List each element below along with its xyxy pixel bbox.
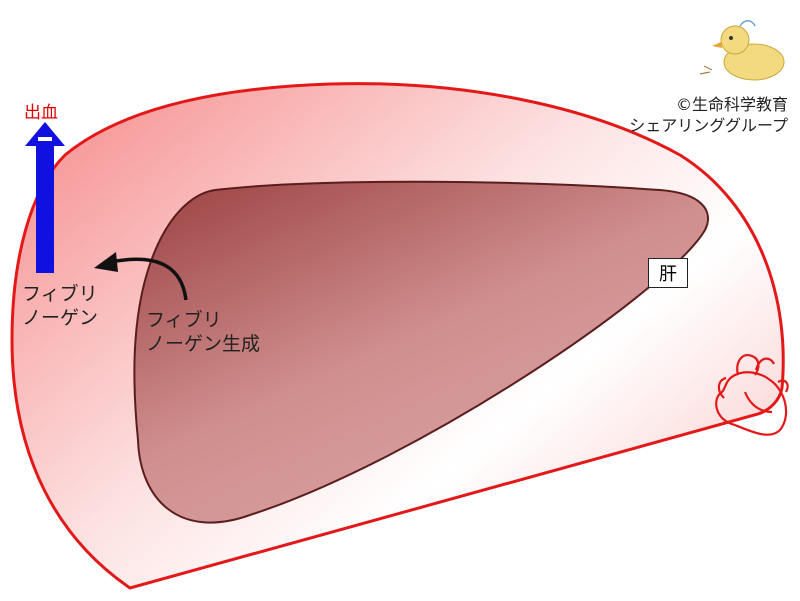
bleeding-label: 出血 (24, 103, 58, 123)
fibrinogen-line-2: ノーゲン (22, 307, 99, 329)
fibrinogen-production-label: フィブリ ノーゲン生成 (146, 308, 260, 356)
copyright-notice: ©生命科学教育 シェアリンググループ (629, 94, 788, 136)
fibrinogen-line-1: フィブリ (22, 283, 98, 305)
copyright-line-2: シェアリンググループ (629, 116, 788, 135)
chick-icon (699, 20, 785, 81)
copyright-line-1: ©生命科学教育 (675, 95, 788, 114)
curved-arrow-icon (94, 252, 188, 301)
liver-label: 肝 (648, 258, 688, 288)
production-line-1: フィブリ (146, 309, 222, 331)
heart-icon (715, 354, 789, 436)
fibrinogen-label: フィブリ ノーゲン (22, 282, 98, 330)
up-arrow-icon (25, 122, 65, 273)
production-line-2: ノーゲン生成 (146, 333, 261, 355)
liver-shape (133, 180, 709, 524)
